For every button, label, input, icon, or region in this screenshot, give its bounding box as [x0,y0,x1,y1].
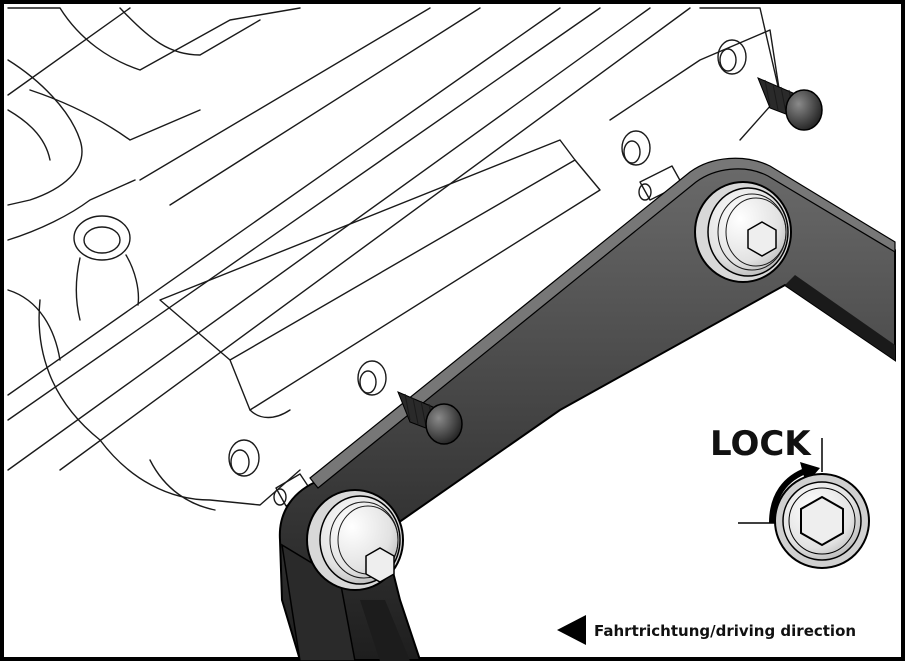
direction-label: Fahrtrichtung/driving direction [594,622,856,640]
threaded-knob-upper [757,77,823,131]
triangle-left-icon [557,615,586,645]
bracket-bolt-upper [694,181,792,283]
hex-socket-bolt-icon [774,473,870,569]
threaded-knob-lower [397,391,463,445]
lock-indicator: LOCK [710,424,870,569]
clockwise-arrow-icon [769,467,810,524]
bracket-bolt-lower [306,489,404,591]
mounting-holes [228,39,747,477]
machine-housing [7,7,781,511]
driving-direction: Fahrtrichtung/driving direction [557,615,856,645]
lock-label: LOCK [710,424,812,464]
